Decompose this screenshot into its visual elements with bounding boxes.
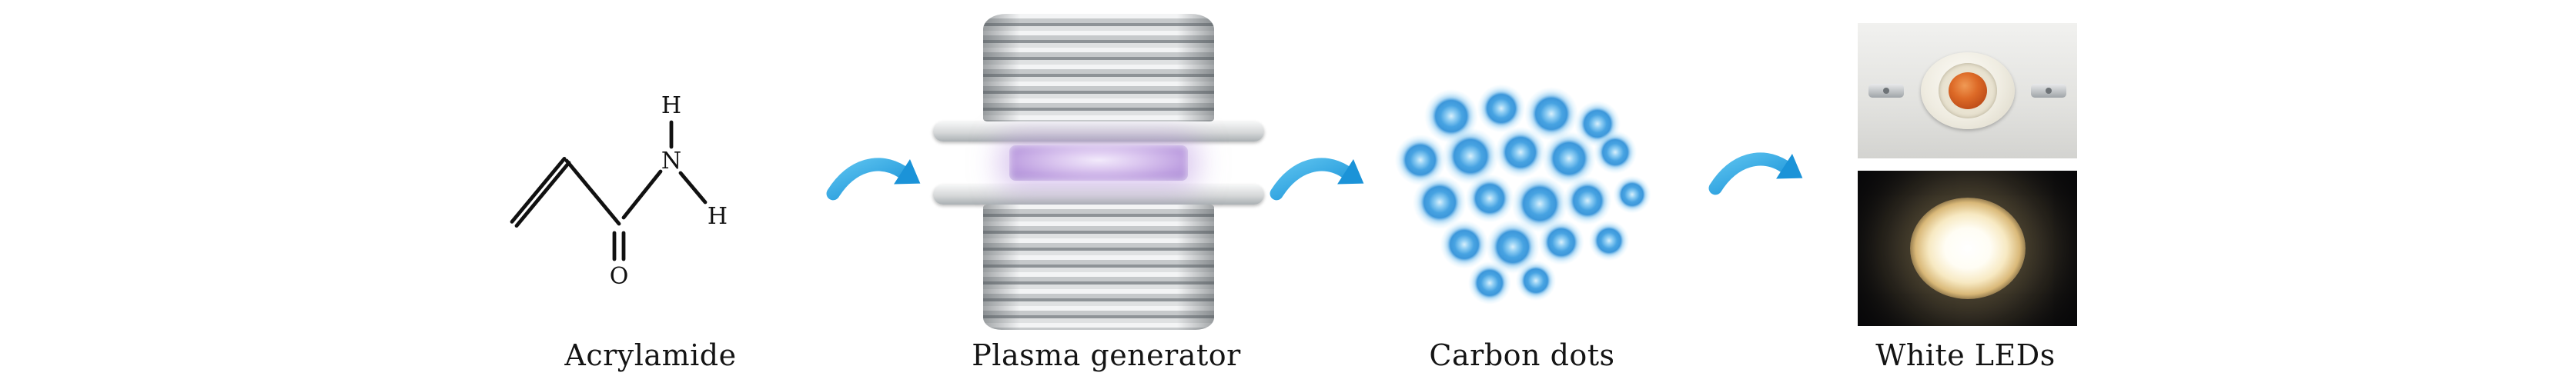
atom-n: N (661, 148, 681, 175)
carbon-dot (1440, 220, 1489, 269)
led-lead-left (1868, 84, 1904, 98)
carbon-dot (1494, 126, 1547, 178)
arrow-right-icon (826, 158, 921, 201)
led-chip-photo (1858, 23, 2077, 158)
carbon-dot (1486, 220, 1540, 274)
label-plasma-generator: Plasma generator (972, 338, 1241, 372)
device-top-fins (983, 14, 1214, 121)
device-bottom-fins (983, 205, 1214, 330)
carbon-dot (1594, 131, 1637, 174)
carbon-dot (1442, 128, 1499, 185)
arrow-right-icon (1270, 158, 1364, 201)
label-white-leds: White LEDs (1875, 338, 2056, 372)
carbon-dot (1511, 175, 1568, 232)
acrylamide-structure-svg: H N H O (510, 92, 728, 290)
plasma-glow (1009, 145, 1188, 181)
carbon-dot (1613, 175, 1651, 214)
carbon-dot (1563, 176, 1612, 225)
atom-h-side: H (708, 203, 728, 230)
led-lead-right (2031, 84, 2066, 98)
carbon-dot (1468, 261, 1511, 304)
led-phosphor-dome (1948, 72, 1987, 109)
carbon-dot (1477, 84, 1526, 133)
white-led-photos (1858, 23, 2077, 326)
carbon-dot (1588, 220, 1630, 261)
device-lower-flange (933, 185, 1264, 205)
device-upper-flange (933, 121, 1264, 141)
carbon-dots-illustration (1394, 84, 1651, 304)
carbon-dot (1538, 219, 1584, 265)
carbon-dot (1515, 260, 1557, 301)
acrylamide-structure: H N H O (493, 42, 785, 304)
led-light-glow (1909, 198, 2026, 299)
arrow-right-icon (1708, 152, 1803, 195)
carbon-dot (1465, 174, 1514, 223)
plasma-generator-photo (933, 14, 1264, 330)
led-lit-photo (1858, 171, 2077, 326)
carbon-dot (1542, 131, 1596, 185)
carbon-dot (1413, 175, 1467, 229)
plasma-discharge-region (933, 141, 1264, 185)
carbon-dot (1394, 134, 1447, 186)
label-carbon-dots: Carbon dots (1429, 338, 1615, 372)
atom-o: O (610, 263, 629, 290)
atom-h-top: H (661, 92, 681, 119)
carbon-dot (1524, 87, 1578, 141)
label-acrylamide: Acrylamide (564, 338, 737, 372)
